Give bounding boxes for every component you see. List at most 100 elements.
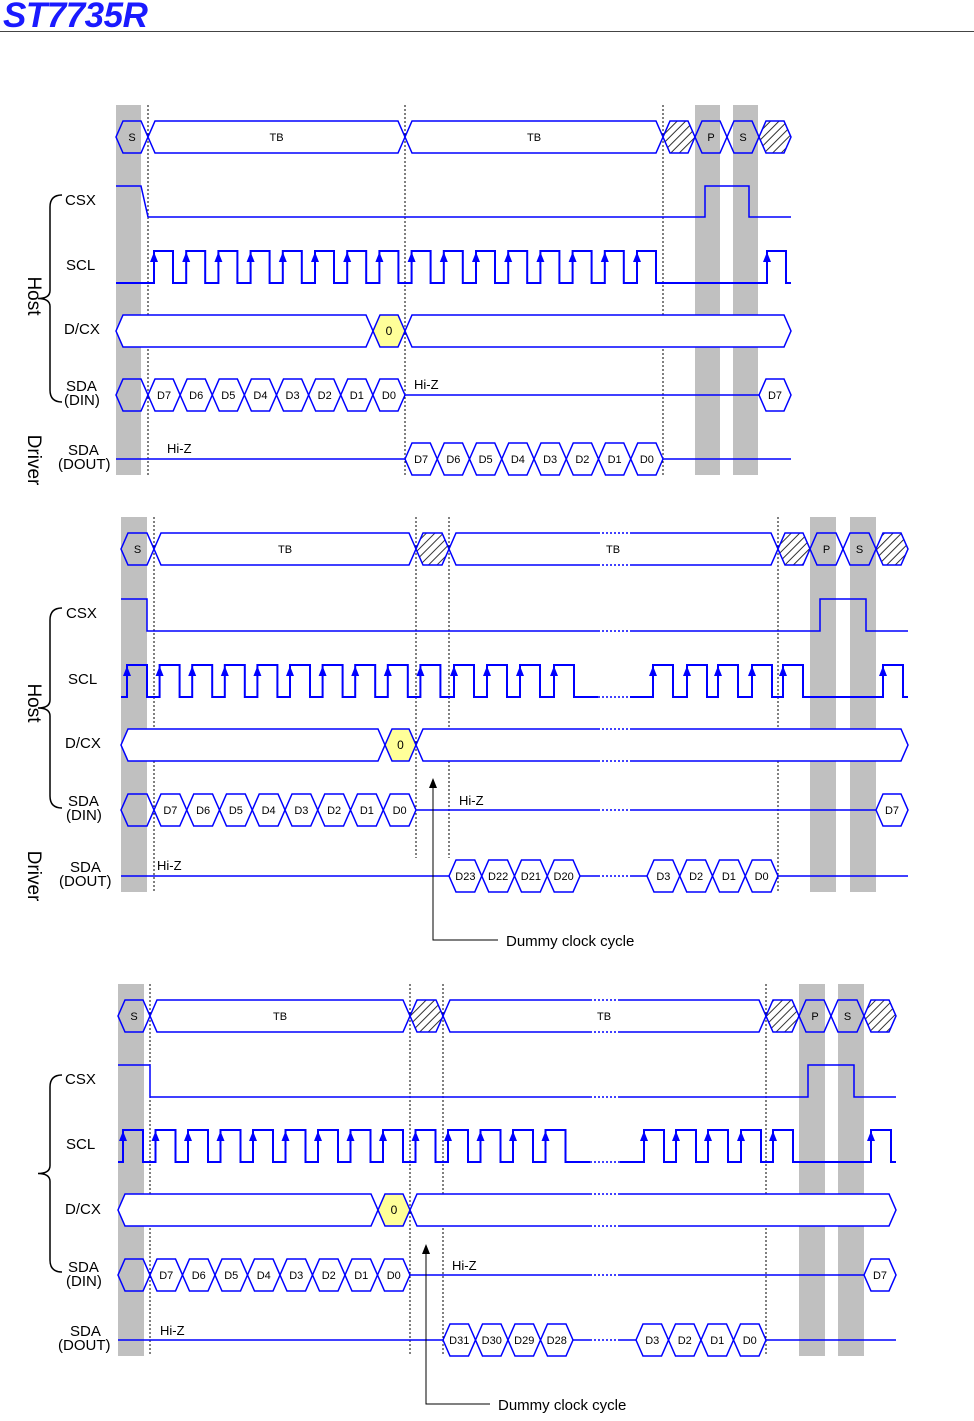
dout-bit [629, 442, 664, 476]
rising-edge-arrow-icon [220, 666, 229, 676]
dcx-segment [117, 1193, 379, 1227]
dout-hiz-label: Hi-Z [160, 1323, 185, 1338]
hatched-undefined-segment [662, 120, 696, 154]
rising-edge-arrow-icon [286, 666, 294, 676]
dout-bit [539, 1323, 574, 1357]
din-hiz-label: Hi-Z [459, 793, 484, 808]
din-bit-label: D0 [387, 1270, 401, 1282]
gray-phase-bar [116, 105, 141, 475]
rising-edge-arrow-icon [483, 666, 491, 676]
dcx-segment [404, 314, 792, 348]
rising-edge-arrow-icon [278, 252, 287, 262]
rising-edge-arrow-icon [281, 1131, 290, 1141]
gray-phase-bar [838, 984, 864, 1356]
omitted-cycles-gap [598, 529, 630, 896]
dout-bit-label: D1 [608, 454, 622, 466]
rising-edge-arrow-icon [123, 666, 131, 676]
bus-segment-label: TB [606, 544, 620, 556]
host-group-brace [37, 607, 63, 809]
arrow-up-icon [422, 1244, 430, 1254]
document-title: ST7735R [3, 0, 148, 35]
dout-bit-label: D28 [547, 1335, 567, 1347]
din-next-bit [875, 793, 909, 827]
bus-segment-label: TB [273, 1011, 287, 1023]
header-rule [0, 31, 974, 32]
signal-label-sda-dout-sub: (DOUT) [58, 456, 111, 473]
din-hiz-label: Hi-Z [452, 1258, 477, 1273]
bus-segment-label: S [128, 132, 135, 144]
rising-edge-arrow-icon [151, 1131, 160, 1141]
din-bit-label: D0 [393, 805, 407, 817]
scl-waveform [116, 250, 791, 284]
rising-edge-arrow-icon [600, 252, 609, 262]
signal-label-csx: CSX [66, 605, 97, 622]
signal-label-sda-dout-sub: (DOUT) [58, 1337, 111, 1354]
din-bit-label: D2 [318, 390, 332, 402]
din-bit-label: D5 [224, 1270, 238, 1282]
hatched-undefined-segment [758, 120, 792, 154]
din-bit-label: D6 [189, 390, 203, 402]
rising-edge-arrow-icon [216, 1131, 225, 1141]
dout-bit-label: D3 [543, 454, 557, 466]
rising-edge-arrow-icon [472, 252, 480, 262]
group-label-driver: Driver [23, 851, 44, 902]
rising-edge-arrow-icon [416, 666, 425, 676]
dcx-segment [415, 728, 909, 762]
dout-bit [744, 859, 779, 893]
rising-edge-arrow-icon [351, 666, 360, 676]
group-label-host: Host [23, 683, 44, 723]
csx-waveform [118, 1064, 896, 1098]
din-bit-label: D7 [157, 390, 171, 402]
din-bit-label: D1 [354, 1270, 368, 1282]
din-bit-label: D0 [382, 390, 396, 402]
host-group-brace [37, 1074, 63, 1273]
din-bit-label: D2 [322, 1270, 336, 1282]
signal-label-sda-dout: SDA [70, 859, 101, 876]
din-bit-label: D4 [257, 1270, 271, 1282]
bus-segment-label: S [856, 544, 863, 556]
dout-bit-label: D0 [755, 871, 769, 883]
din-bit-label: D1 [360, 805, 374, 817]
signal-label-sda-din: SDA [66, 378, 97, 395]
dout-bit [732, 1323, 767, 1357]
din-bit-label: D7 [163, 805, 177, 817]
hatched-undefined-segment [777, 532, 811, 566]
rising-edge-arrow-icon [311, 252, 319, 262]
rising-edge-arrow-icon [214, 252, 223, 262]
din-next-bit-label: D7 [873, 1270, 887, 1282]
bus-segment-label: S [739, 132, 746, 144]
rising-edge-arrow-icon [150, 252, 158, 262]
rising-edge-arrow-icon [411, 1131, 420, 1141]
dout-bit-label: D0 [640, 454, 654, 466]
bus-segment-label: S [130, 1011, 137, 1023]
signal-label-scl: SCL [66, 1136, 95, 1153]
rising-edge-arrow-icon [375, 252, 384, 262]
din-bit-label: D2 [327, 805, 341, 817]
dout-hiz-label: Hi-Z [167, 441, 192, 456]
rising-edge-arrow-icon [253, 666, 262, 676]
din-bit-label: D3 [289, 1270, 303, 1282]
rising-edge-arrow-icon [383, 666, 392, 676]
rising-edge-arrow-icon [516, 666, 524, 676]
dout-bit-label: D0 [743, 1335, 757, 1347]
dout-bit-label: D1 [710, 1335, 724, 1347]
rising-edge-arrow-icon [504, 252, 513, 262]
dcx-segment [120, 728, 386, 762]
dout-bit-label: D23 [455, 871, 475, 883]
gray-phase-bar [810, 517, 836, 892]
rising-edge-arrow-icon [343, 252, 352, 262]
signal-label-sda-dout: SDA [68, 442, 99, 459]
gray-phase-bar [799, 984, 825, 1356]
din-bit-label: D7 [159, 1270, 173, 1282]
csx-waveform [121, 598, 908, 632]
rising-edge-arrow-icon [450, 666, 458, 676]
gray-phase-bar [695, 105, 720, 475]
rising-edge-arrow-icon [182, 252, 191, 262]
rising-edge-arrow-icon [714, 666, 722, 676]
rising-edge-arrow-icon [779, 666, 787, 676]
rising-edge-arrow-icon [867, 1131, 875, 1141]
dout-bit-label: D7 [414, 454, 428, 466]
rising-edge-arrow-icon [633, 252, 641, 262]
rising-edge-arrow-icon [249, 1131, 257, 1141]
dummy-clock-pointer-line [425, 1252, 490, 1405]
